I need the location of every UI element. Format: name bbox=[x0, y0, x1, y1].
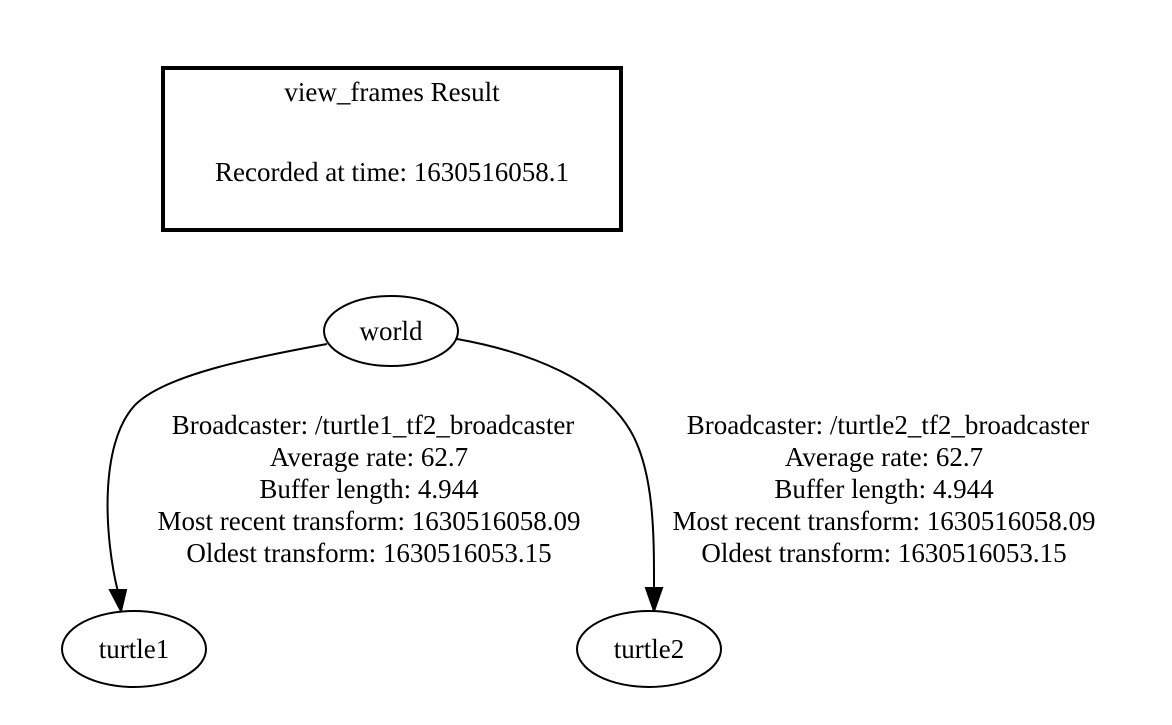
edge-world-turtle2: Broadcaster: /turtle2_tf2_broadcaster Av… bbox=[456, 338, 1096, 615]
arrowhead-turtle1 bbox=[108, 589, 128, 614]
edge-world-turtle1-broadcaster: Broadcaster: /turtle1_tf2_broadcaster bbox=[172, 410, 575, 440]
edge-world-turtle2-oldest: Oldest transform: 1630516053.15 bbox=[701, 538, 1066, 568]
edge-world-turtle1-average-rate: Average rate: 62.7 bbox=[270, 442, 468, 472]
edge-world-turtle2-buffer-length: Buffer length: 4.944 bbox=[774, 474, 994, 504]
node-world-ellipse bbox=[323, 295, 459, 367]
edge-world-turtle1-most-recent: Most recent transform: 1630516058.09 bbox=[158, 506, 581, 536]
arrowhead-turtle2 bbox=[644, 587, 664, 615]
node-turtle1: turtle1 bbox=[61, 610, 207, 688]
edge-line-world-turtle2 bbox=[456, 338, 656, 591]
result-title: view_frames Result bbox=[284, 77, 500, 107]
node-turtle2: turtle2 bbox=[576, 610, 722, 688]
edge-line-world-turtle1 bbox=[106, 343, 328, 593]
result-box-border bbox=[161, 66, 623, 232]
node-turtle2-ellipse bbox=[576, 610, 722, 688]
node-world: world bbox=[323, 295, 459, 367]
node-world-label: world bbox=[360, 316, 423, 346]
node-turtle2-label: turtle2 bbox=[614, 634, 684, 664]
edge-world-turtle2-most-recent: Most recent transform: 1630516058.09 bbox=[673, 506, 1096, 536]
edge-world-turtle1: Broadcaster: /turtle1_tf2_broadcaster Av… bbox=[106, 343, 581, 614]
node-turtle1-ellipse bbox=[61, 610, 207, 688]
edge-world-turtle2-broadcaster: Broadcaster: /turtle2_tf2_broadcaster bbox=[687, 410, 1090, 440]
recorded-time: Recorded at time: 1630516058.1 bbox=[215, 157, 569, 187]
edge-world-turtle1-buffer-length: Buffer length: 4.944 bbox=[259, 474, 479, 504]
edge-world-turtle1-oldest: Oldest transform: 1630516053.15 bbox=[186, 538, 551, 568]
result-box: view_frames Result Recorded at time: 163… bbox=[161, 66, 623, 232]
node-turtle1-label: turtle1 bbox=[99, 634, 169, 664]
edge-world-turtle2-average-rate: Average rate: 62.7 bbox=[785, 442, 983, 472]
